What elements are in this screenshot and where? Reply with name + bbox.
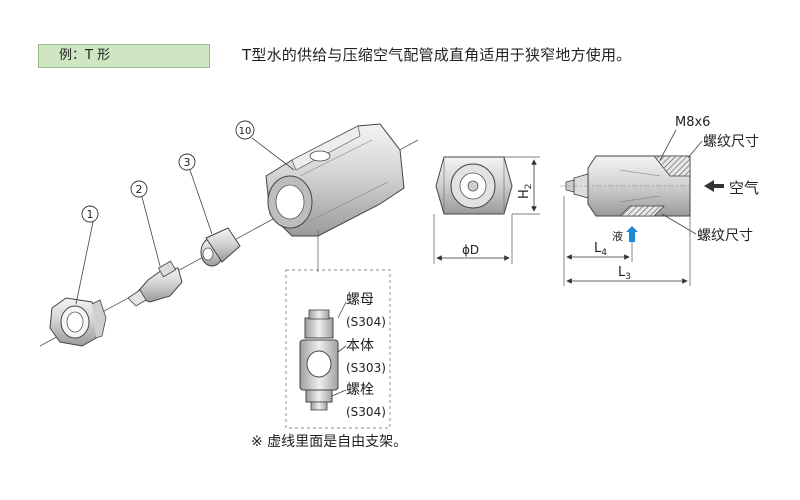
leader-thread-top [687,140,703,159]
callout-10: 10 [239,126,252,137]
leader-3 [189,169,213,235]
callout-2: 2 [136,183,143,196]
headline: T型水的供给与压缩空气配管成直角适用于狭窄地方使用。 [242,46,632,64]
thread-size-top-label: 螺纹尺寸 [703,134,759,150]
side-view [560,155,692,217]
leader-bolt [331,389,347,397]
leader-10 [251,137,295,171]
callout-2-circle [130,180,148,198]
callout-10-circle [235,120,255,140]
top-port-section [653,155,691,177]
air-arrow-icon [704,180,724,192]
bracket-assembly [299,309,339,411]
front-view: H2 ϕD [433,156,540,264]
part-10-body [265,123,405,237]
leader-1 [75,221,94,305]
label-nut: 螺母 [346,292,374,308]
leader-nut [337,301,347,319]
callout-1: 1 [87,208,94,221]
label-bolt-material: (S304) [346,405,386,419]
example-label: 例：T 形 [38,44,210,68]
air-label: 空气 [729,179,759,197]
h2-label: H2 [517,183,534,199]
part-3-orifice [200,227,241,267]
part-1-nut [49,297,107,347]
callout-1-circle [81,205,99,223]
bracket-nut [304,317,334,339]
label-bolt: 螺栓 [346,382,374,398]
leader-m8x6 [659,129,677,161]
leader-body [337,345,347,353]
l4-label: L4 [594,241,607,258]
callout-3-circle [178,153,196,171]
note-text: ※ 虚线里面是自由支架。 [251,434,407,450]
bracket-dashed-box [285,269,391,429]
m8x6-label: M8x6 [675,115,710,130]
liquid-label: 液 [612,229,623,243]
label-nut-material: (S304) [346,315,386,329]
leader-thread-bottom [661,213,697,235]
liquid-arrow-icon [626,226,638,242]
leader-2 [141,196,161,267]
thread-size-bottom-label: 螺纹尺寸 [697,228,753,244]
bracket-bolt [305,389,333,403]
callout-3: 3 [184,156,191,169]
part-2-tip [127,260,183,307]
l3-label: L3 [618,265,631,282]
d-label: ϕD [462,243,479,257]
label-body: 本体 [346,338,374,354]
bottom-port-section [619,205,665,217]
label-body-material: (S303) [346,361,386,375]
